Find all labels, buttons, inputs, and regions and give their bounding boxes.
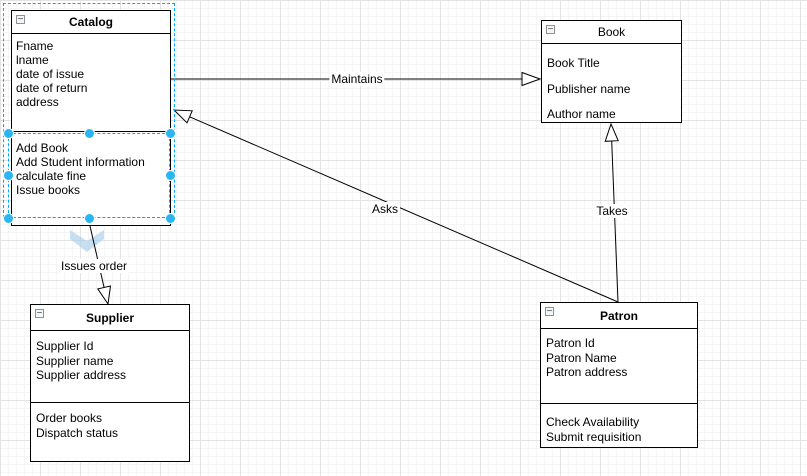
attribute-row[interactable]: Fname [16, 39, 54, 53]
collapse-minus-icon[interactable]: − [35, 308, 44, 319]
attribute-row[interactable]: Supplier Id [36, 339, 94, 353]
edge-asks-arrowhead[interactable] [172, 109, 193, 124]
class-box-patron[interactable]: − Patron Patron Id Patron Name Patron ad… [540, 302, 698, 448]
selection-handle-sw[interactable] [3, 213, 13, 223]
collapse-minus-icon[interactable]: − [16, 14, 25, 25]
attribute-row[interactable]: address [16, 95, 59, 109]
method-row[interactable]: Issue books [16, 183, 81, 197]
selection-handle-e[interactable] [165, 170, 175, 180]
attribute-row[interactable]: date of return [16, 81, 88, 95]
selection-handle-se[interactable] [165, 213, 175, 223]
method-row[interactable]: Order books [36, 411, 103, 425]
supplier-attributes-compartment[interactable]: Supplier Id Supplier name Supplier addre… [31, 331, 189, 403]
method-row[interactable]: Check Availability [546, 415, 640, 429]
class-title-patron: Patron [599, 308, 638, 323]
attribute-row[interactable]: Author name [547, 107, 616, 121]
edge-label-maintains[interactable]: Maintains [329, 72, 385, 86]
selection-handle-nw[interactable] [3, 128, 13, 138]
catalog-methods-compartment[interactable]: Add Book Add Student information calcula… [12, 132, 170, 197]
method-row[interactable]: calculate fine [16, 169, 87, 183]
minus-glyph: − [17, 14, 24, 25]
collapse-minus-icon[interactable]: − [545, 306, 554, 317]
attribute-row[interactable]: lname [16, 53, 49, 67]
attribute-row[interactable]: Book Title [547, 56, 600, 70]
edge-label-takes[interactable]: Takes [594, 204, 630, 218]
class-box-catalog[interactable]: − Catalog Fname lname date of issue date… [11, 10, 171, 226]
attribute-row[interactable]: Patron Id [546, 336, 595, 350]
edge-maintains-arrowhead[interactable] [521, 71, 542, 87]
method-row[interactable]: Submit requisition [546, 430, 642, 444]
class-header-catalog[interactable]: − Catalog [12, 11, 170, 34]
down-chevron-icon[interactable] [70, 230, 104, 252]
class-title-supplier: Supplier [85, 310, 134, 325]
attribute-row[interactable]: Publisher name [547, 81, 631, 96]
class-header-patron[interactable]: − Patron [541, 303, 697, 329]
minus-glyph: − [36, 308, 43, 319]
edge-asks[interactable] [172, 109, 619, 303]
selection-handle-w[interactable] [3, 170, 13, 180]
edge-issues-order-arrowhead[interactable] [96, 285, 112, 306]
patron-methods-compartment[interactable]: Check Availability Submit requisition [541, 404, 697, 445]
selection-handle-s[interactable] [84, 213, 94, 223]
book-attributes-compartment[interactable]: Book Title Publisher name Author name [542, 44, 681, 128]
class-header-book[interactable]: − Book [542, 21, 681, 44]
attribute-row[interactable]: date of issue [16, 67, 85, 81]
selection-handle-ne[interactable] [165, 128, 175, 138]
edge-label-issues-order[interactable]: Issues order [58, 259, 130, 273]
class-box-book[interactable]: − Book Book Title Publisher name Author … [541, 20, 682, 123]
class-title-book: Book [597, 25, 626, 39]
edge-label-asks[interactable]: Asks [369, 202, 401, 216]
method-row[interactable]: Dispatch status [36, 426, 119, 440]
attribute-row[interactable]: Supplier name [36, 353, 114, 368]
attribute-row[interactable]: Patron address [546, 365, 628, 379]
class-box-supplier[interactable]: − Supplier Supplier Id Supplier name Sup… [30, 304, 190, 462]
minus-glyph: − [547, 24, 554, 35]
edge-takes-arrowhead[interactable] [604, 122, 619, 142]
selection-handle-n[interactable] [84, 128, 94, 138]
edge-takes-line[interactable] [611, 140, 619, 303]
edge-takes[interactable] [604, 122, 619, 303]
attribute-row[interactable]: Supplier address [36, 368, 127, 382]
class-header-supplier[interactable]: − Supplier [31, 305, 189, 331]
class-title-catalog: Catalog [68, 15, 113, 29]
edge-asks-line[interactable] [189, 116, 619, 303]
edge-issues-order-line[interactable] [89, 225, 105, 288]
edge-issues-order[interactable] [89, 225, 112, 306]
supplier-methods-compartment[interactable]: Order books Dispatch status [31, 403, 189, 441]
collapse-minus-icon[interactable]: − [546, 24, 555, 35]
method-row[interactable]: Add Student information [16, 155, 145, 169]
method-row[interactable]: Add Book [16, 141, 69, 155]
patron-attributes-compartment[interactable]: Patron Id Patron Name Patron address [541, 329, 697, 404]
attribute-row[interactable]: Patron Name [546, 350, 617, 365]
catalog-attributes-compartment[interactable]: Fname lname date of issue date of return… [12, 34, 170, 132]
minus-glyph: − [546, 306, 553, 317]
